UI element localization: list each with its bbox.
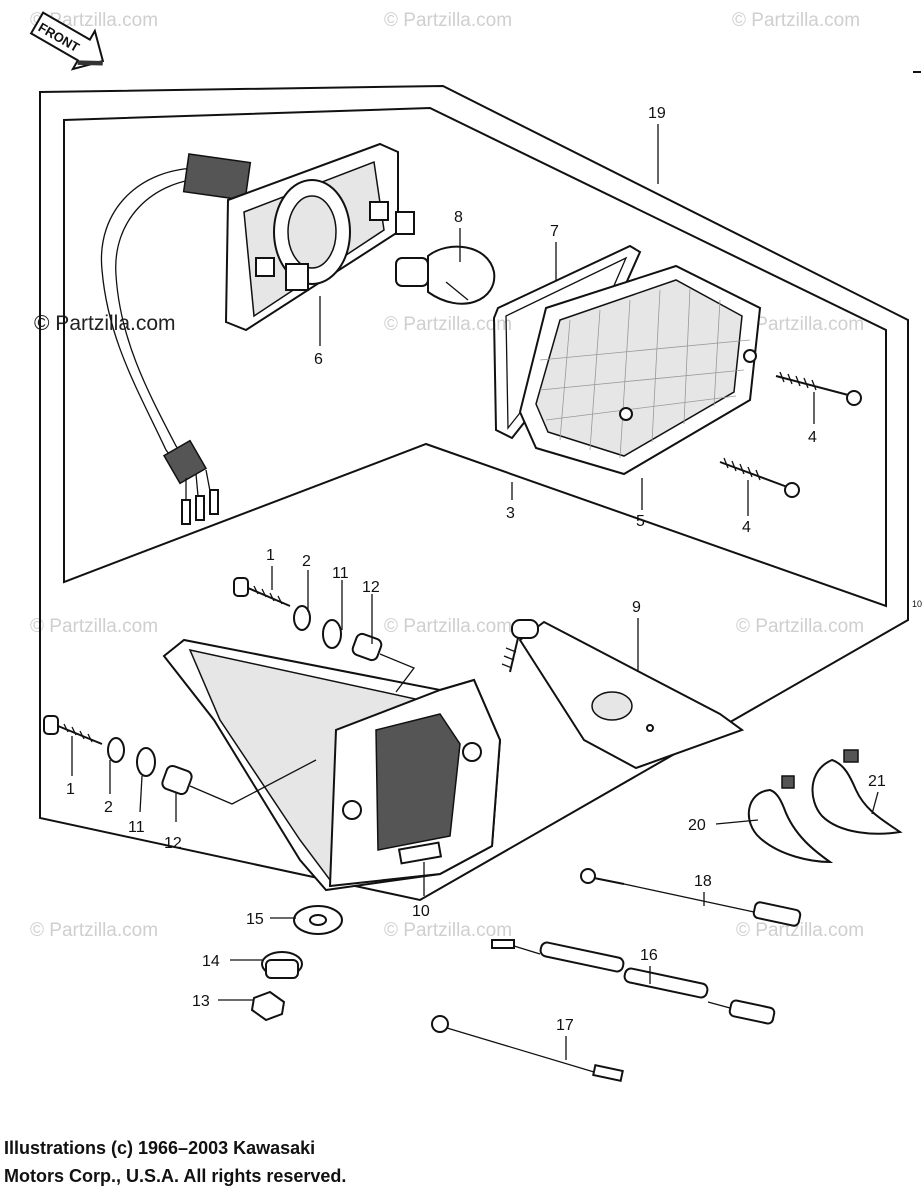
watermark: © Partzilla.com: [384, 314, 512, 335]
clip-part-21: [811, 758, 903, 835]
clip-tab: [843, 749, 859, 763]
grommet-part-14: [261, 951, 303, 979]
housing-part-10: [162, 638, 502, 892]
lamp-base-part-6: [100, 142, 415, 525]
callout-16: 16: [640, 947, 658, 964]
callout-6: 6: [314, 351, 323, 368]
lead-wire-part-16: [491, 939, 776, 1025]
callout-21: 21: [868, 773, 886, 790]
copyright-notice: Illustrations (c) 1966–2003 Kawasaki Mot…: [4, 1134, 346, 1190]
washer-part-11-upper: [322, 619, 342, 649]
screw-part-4a: [775, 371, 862, 406]
callout-17: 17: [556, 1017, 574, 1034]
callout-3: 3: [506, 505, 515, 522]
callout-19: 19: [648, 105, 666, 122]
callout-4b: 4: [742, 519, 751, 536]
bolt-part-1-lower: [43, 715, 103, 745]
callout-8: 8: [454, 209, 463, 226]
lead-wire-part-17: [431, 1015, 624, 1082]
watermark: © Partzilla.com: [736, 616, 864, 637]
lens-part-5: [518, 264, 762, 476]
callout-5: 5: [636, 513, 645, 530]
callout-12a: 12: [362, 579, 380, 596]
copyright-line-2: Motors Corp., U.S.A. All rights reserved…: [4, 1166, 347, 1186]
watermark: © Partzilla.com: [30, 920, 158, 941]
leader-lines: [71, 124, 879, 1060]
alignment-line: [379, 653, 416, 693]
callout-15: 15: [246, 911, 264, 928]
callout-2a: 2: [302, 553, 311, 570]
washer-part-11-lower: [136, 747, 156, 777]
bolt-part-1-upper: [233, 577, 291, 607]
watermark-prominent: © Partzilla.com: [34, 312, 176, 335]
washer-hole: [309, 914, 327, 926]
watermark: © Partzilla.com: [384, 616, 512, 637]
page-ref: 10: [912, 599, 922, 609]
callout-9: 9: [632, 599, 641, 616]
callout-4a: 4: [808, 429, 817, 446]
assembly-outline-19: [39, 84, 909, 902]
watermark: © Partzilla.com: [736, 920, 864, 941]
callouts: 19 7 8 6 3 5 4 4 1 2 11 12 9 1 2 11 12 1…: [66, 105, 886, 1034]
callout-20: 20: [688, 817, 706, 834]
callout-14: 14: [202, 953, 220, 970]
clip-part-20: [747, 788, 834, 864]
callout-13: 13: [192, 993, 210, 1010]
callout-12b: 12: [164, 835, 182, 852]
bracket-part-9: [501, 619, 745, 770]
callout-1a: 1: [266, 547, 275, 564]
watermark: © Partzilla.com: [30, 616, 158, 637]
callout-1b: 1: [66, 781, 75, 798]
watermark: © Partzilla.com: [732, 10, 860, 31]
collar-part-12-upper: [351, 632, 383, 662]
washer-part-2-lower: [107, 737, 125, 763]
assembly-outline-3: [63, 106, 887, 608]
alignment-line: [189, 759, 317, 805]
callout-11b: 11: [128, 819, 145, 836]
watermark: © Partzilla.com: [384, 10, 512, 31]
collar-part-12-lower: [161, 764, 193, 796]
washer-part-2-upper: [293, 605, 311, 631]
nut-part-13: [250, 990, 286, 1022]
callout-18: 18: [694, 873, 712, 890]
watermark: © Partzilla.com: [736, 314, 864, 335]
callout-2b: 2: [104, 799, 113, 816]
screw-part-4b: [719, 457, 800, 498]
copyright-line-1: Illustrations (c) 1966–2003 Kawasaki: [4, 1138, 316, 1158]
lead-wire-part-18: [580, 868, 802, 927]
callout-11a: 11: [332, 565, 349, 582]
watermark: © Partzilla.com: [384, 920, 512, 941]
callout-10: 10: [412, 903, 430, 920]
clip-tab: [781, 775, 795, 789]
bulb-part-8: [395, 245, 496, 305]
callout-7: 7: [550, 223, 559, 240]
